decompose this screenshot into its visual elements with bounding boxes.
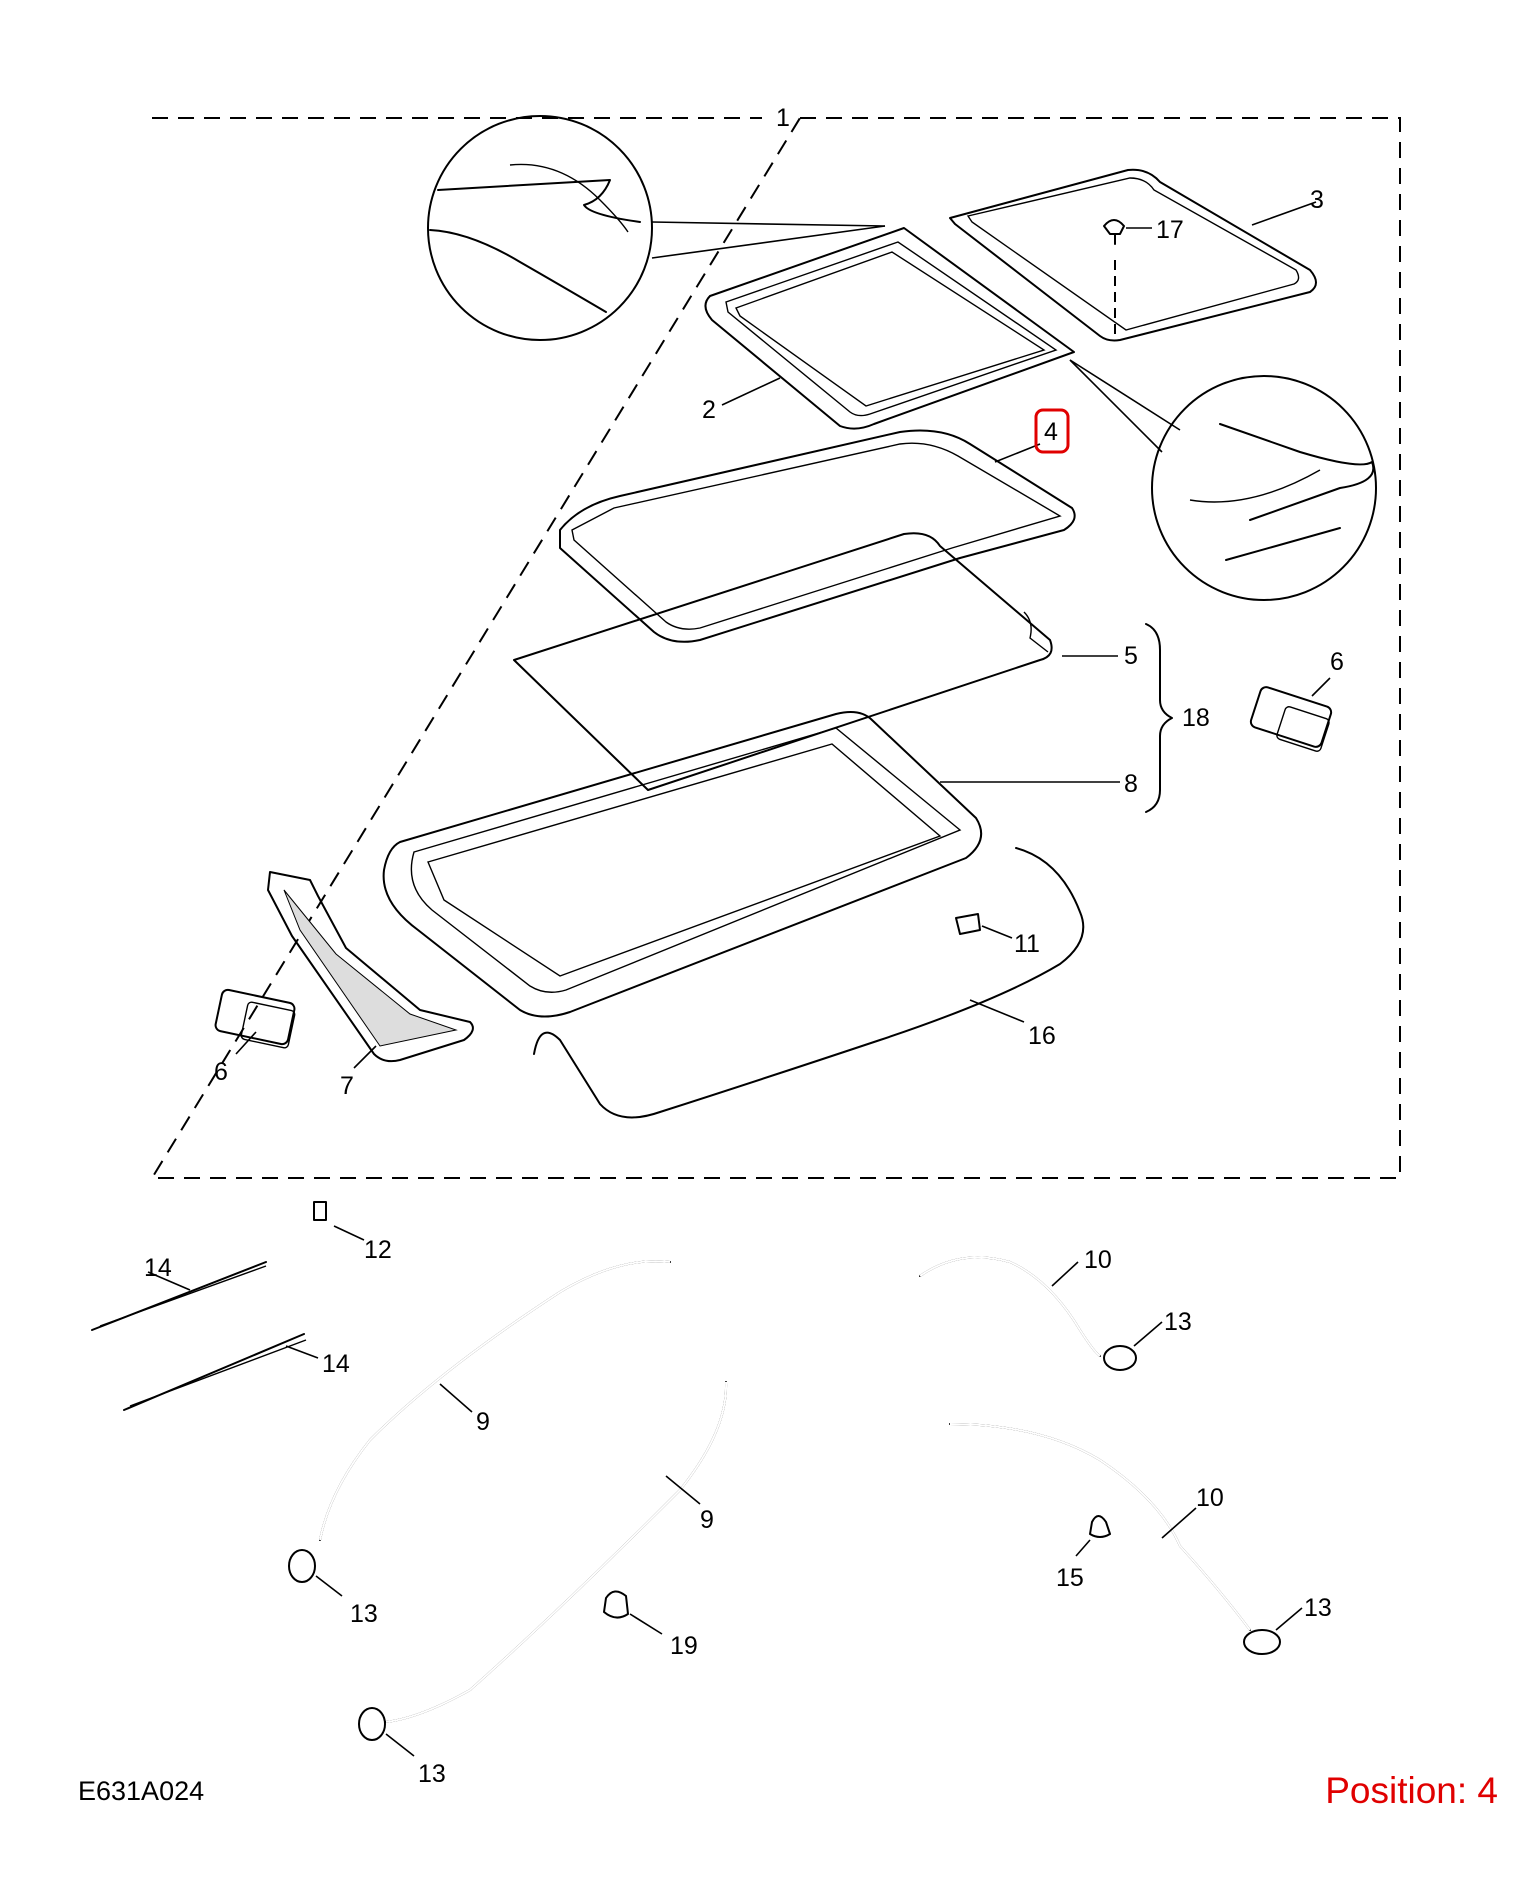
callout-5: 5 (1124, 642, 1138, 670)
callout-13-b: 13 (350, 1600, 378, 1628)
part-harness (533, 847, 1085, 1119)
assembly-boundary (150, 117, 1401, 1179)
callout-9-upper: 9 (476, 1408, 490, 1436)
part-mesh (267, 871, 474, 1069)
callout-11: 11 (1014, 930, 1040, 958)
part-clip-11 (955, 913, 1013, 939)
callout-6-right: 6 (1330, 648, 1344, 676)
part-grommet-13c (1243, 1607, 1303, 1655)
part-clip-17 (1103, 219, 1152, 334)
part-strip-14a (91, 1261, 267, 1331)
callout-14-lower: 14 (322, 1350, 350, 1378)
callout-9-lower: 9 (700, 1506, 714, 1534)
part-hose-10b (949, 1423, 1251, 1631)
callout-19: 19 (670, 1632, 698, 1660)
part-rear-glass (949, 168, 1317, 342)
part-grommet-13a (1103, 1321, 1163, 1371)
part-hose-10a (919, 1256, 1101, 1357)
callout-10-lower: 10 (1196, 1484, 1224, 1512)
callout-16: 16 (1028, 1022, 1056, 1050)
callout-10-upper: 10 (1084, 1246, 1112, 1274)
callout-13-c: 13 (1304, 1594, 1332, 1622)
callout-13-d: 13 (418, 1760, 446, 1788)
callout-2: 2 (702, 396, 716, 424)
part-hose-9b (385, 1381, 728, 1723)
part-motor-left (214, 988, 296, 1055)
part-front-glass (559, 408, 1076, 643)
callout-1: 1 (776, 104, 790, 132)
detail-circle-upper (427, 115, 886, 341)
part-strip-14b (123, 1333, 319, 1411)
part-clip-15 (1075, 1515, 1111, 1557)
callout-7: 7 (340, 1072, 354, 1100)
callout-17: 17 (1156, 216, 1184, 244)
part-sunshade (513, 532, 1118, 791)
callout-3: 3 (1310, 186, 1324, 214)
callout-12: 12 (364, 1236, 392, 1264)
callout-8: 8 (1124, 770, 1138, 798)
callout-18: 18 (1182, 704, 1210, 732)
highlight-box (1034, 408, 1070, 454)
part-motor-right (1249, 677, 1333, 752)
part-seal-frame (704, 227, 1075, 430)
callout-15: 15 (1056, 1564, 1084, 1592)
part-frame (382, 711, 1120, 1018)
part-clip-19 (603, 1590, 663, 1635)
part-grommet-13b (288, 1549, 343, 1597)
callout-4: 4 (1044, 418, 1058, 446)
part-grommet-13d (358, 1707, 415, 1757)
callout-labels: 1 2 3 4 5 6 6 7 8 9 9 10 10 11 12 13 13 … (144, 104, 1344, 1788)
diagram-code: E631A024 (78, 1776, 205, 1806)
position-indicator: Position: 4 (1325, 1770, 1498, 1811)
callout-13-a: 13 (1164, 1308, 1192, 1336)
callout-14-upper: 14 (144, 1254, 172, 1282)
part-clip-12 (313, 1201, 365, 1241)
part-hose-9a (319, 1260, 671, 1541)
detail-circle-lower (1069, 359, 1377, 601)
callout-6-left: 6 (214, 1058, 228, 1086)
bracket-18 (1145, 623, 1173, 813)
